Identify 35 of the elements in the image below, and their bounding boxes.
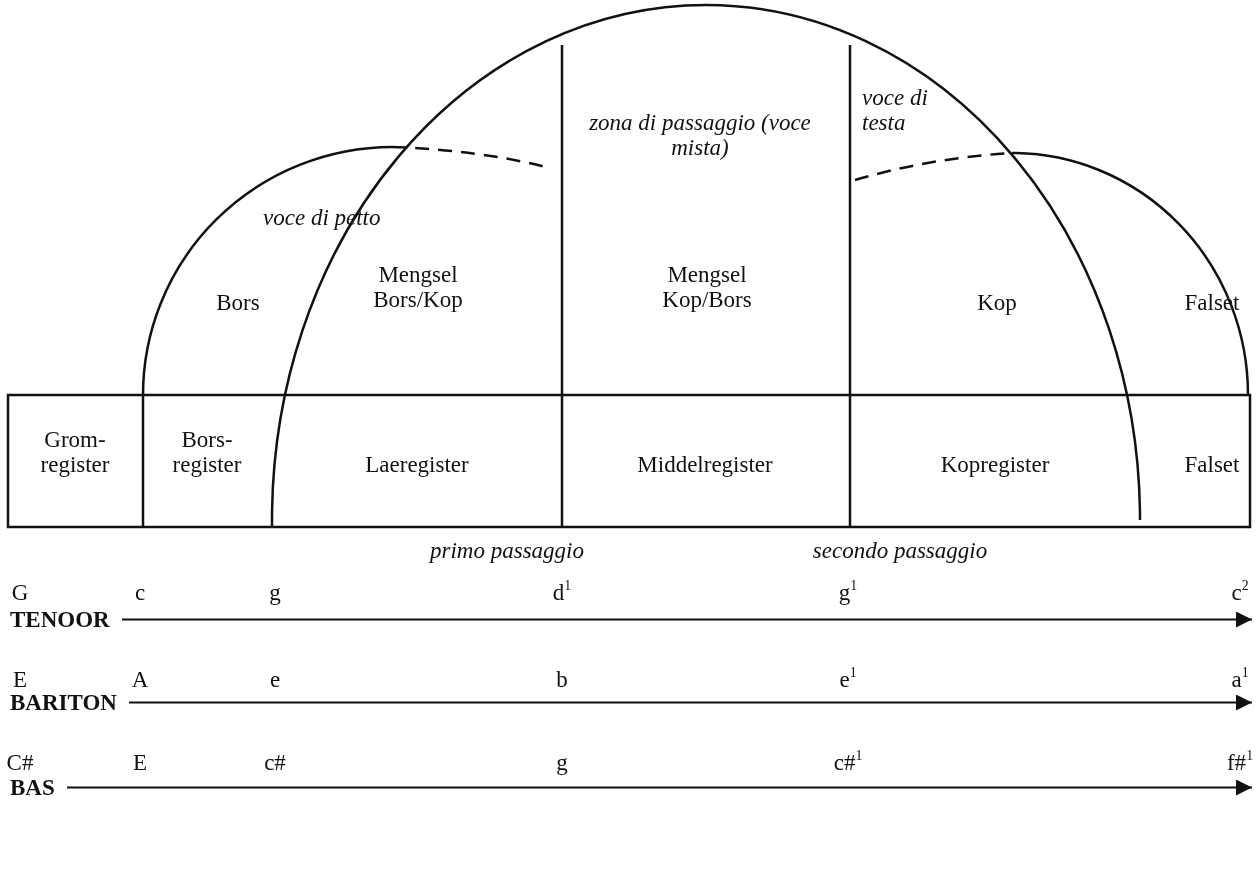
note-name: A — [131, 667, 149, 693]
voice-type-label: BARITON — [10, 690, 117, 716]
passaggio-label: primo passaggio — [430, 538, 584, 564]
note-name: e — [269, 667, 281, 693]
note-name: c# — [264, 750, 286, 776]
note-name: E — [12, 667, 28, 693]
note-name: c#$^{1}$ — [833, 750, 863, 776]
register-label: Grom- register — [40, 427, 110, 478]
note-name: f#$^{1}$ — [1226, 750, 1254, 776]
register-label: Kopregister — [940, 452, 1050, 478]
note-name: a$^{1}$ — [1231, 667, 1249, 693]
register-zone-label: zona di passaggio (voce mista) — [588, 110, 812, 161]
register-zone-label: Bors — [216, 290, 260, 316]
note-name: g — [269, 580, 281, 606]
register-label: Laeregister — [365, 452, 469, 478]
register-zone-label: Mengsel Bors/Kop — [373, 262, 463, 313]
note-name: d$^{1}$ — [552, 580, 572, 606]
register-zone-label: Kop — [977, 290, 1017, 316]
note-name: g$^{1}$ — [838, 580, 858, 606]
register-label: Middelregister — [637, 452, 773, 478]
note-name: e$^{1}$ — [839, 667, 857, 693]
note-name: c — [134, 580, 146, 606]
note-name: E — [132, 750, 148, 776]
note-name: g — [556, 750, 568, 776]
note-name: G — [11, 580, 29, 606]
voice-type-label: TENOOR — [10, 607, 110, 633]
register-label: Bors- register — [172, 427, 242, 478]
register-label: Falset — [1184, 452, 1240, 478]
register-zone-label: voce di testa — [862, 85, 929, 136]
voice-type-label: BAS — [10, 775, 55, 801]
passaggio-label: secondo passaggio — [812, 538, 988, 564]
note-name: C# — [6, 750, 34, 776]
note-name: c$^{2}$ — [1231, 580, 1249, 606]
register-zone-label: Mengsel Kop/Bors — [662, 262, 752, 313]
note-name: b — [556, 667, 568, 693]
